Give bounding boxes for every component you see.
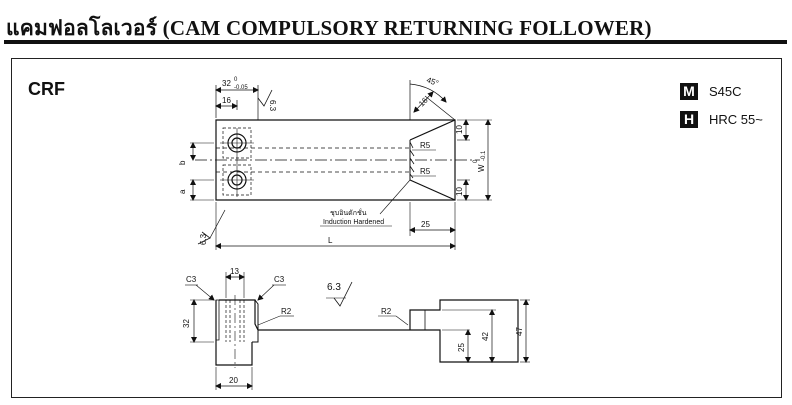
front-view — [185, 272, 530, 390]
hardened-hatch — [409, 141, 415, 179]
dim-16-label: 16 — [222, 96, 231, 105]
top-chamfer-upper — [409, 119, 456, 141]
r2-left-label: R2 — [281, 307, 292, 316]
angle-label: 45° — [425, 75, 439, 88]
r5-bottom-label: R5 — [420, 167, 431, 176]
hardness-badge: H — [680, 110, 698, 128]
r5-top-label: R5 — [420, 141, 431, 150]
c3-right-label: C3 — [274, 275, 285, 284]
dim-47-label: 47 — [515, 327, 524, 336]
dim-42-label: 42 — [481, 332, 490, 341]
front-body-left — [215, 300, 253, 366]
material-value: S45C — [709, 83, 742, 99]
dim-32-label: 32 — [222, 79, 231, 88]
dim-w-label: W — [477, 164, 486, 172]
tol-lower: -0.05 — [234, 85, 248, 91]
label-a: a — [178, 189, 187, 194]
tol-upper: 0 — [234, 77, 238, 83]
r2-right-label: R2 — [381, 307, 392, 316]
material-spec-row: M S45C — [680, 82, 742, 100]
title-underline — [4, 40, 787, 44]
front-body-main — [219, 299, 519, 363]
page-title: แคมฟอลโลเวอร์ (CAM COMPULSORY RETURNING … — [6, 16, 652, 40]
dim-L-label: L — [328, 236, 333, 245]
w-tol-upper: 0 — [473, 159, 479, 163]
hardened-thai-label: ชุบอินดักชั่น — [330, 208, 367, 217]
dim-25-front-label: 25 — [457, 343, 466, 352]
hardened-en-label: Induction Hardened — [323, 219, 384, 226]
top-view — [190, 80, 492, 250]
model-code: CRF — [28, 79, 65, 99]
dim-10-bottom-label: 10 — [455, 187, 464, 196]
hardness-spec-row: H HRC 55~ — [680, 110, 763, 128]
dim-32-front-label: 32 — [182, 319, 191, 328]
roughness-left-label: 6.3 — [199, 233, 208, 245]
roughness-top-label: 6.3 — [268, 100, 277, 112]
label-b: b — [178, 160, 187, 165]
dim-10-top-label: 10 — [455, 125, 464, 134]
roughness-front-label: 6.3 — [327, 282, 341, 293]
c3-left-label: C3 — [186, 275, 197, 284]
material-badge: M — [680, 82, 698, 100]
dim-13-label: 13 — [230, 267, 239, 276]
dim-20-label: 20 — [229, 376, 238, 385]
drawing-frame — [11, 58, 782, 398]
hardness-value: HRC 55~ — [709, 111, 763, 127]
top-chamfer-lower — [409, 179, 456, 201]
w-tol-lower: -0.1 — [481, 150, 487, 161]
dim-25-label: 25 — [421, 220, 430, 229]
